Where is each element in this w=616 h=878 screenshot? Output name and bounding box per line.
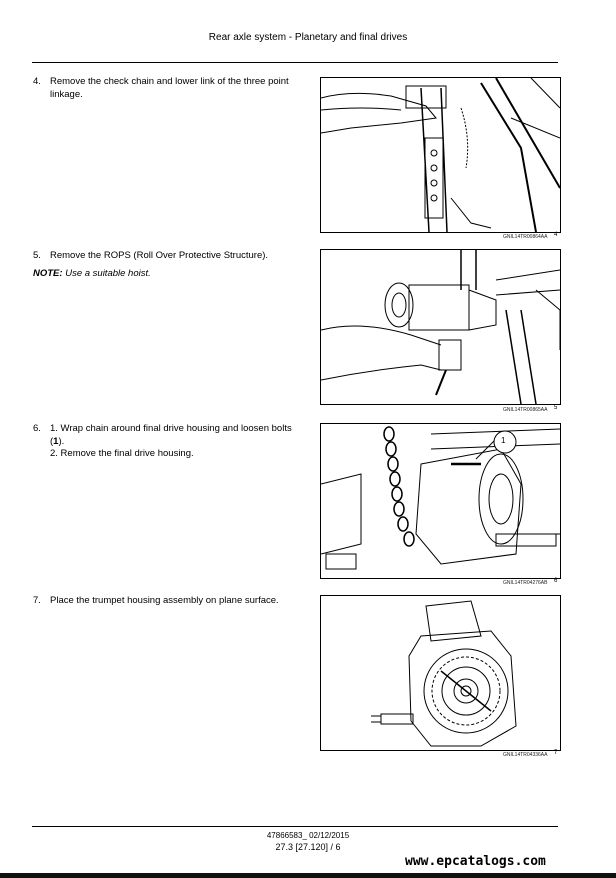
sub-step-1-text: 1. Wrap chain around final drive housing…	[50, 423, 292, 447]
bottom-bar	[0, 873, 616, 878]
step-number: 7.	[33, 595, 41, 606]
sub-step-1-suffix: ).	[58, 435, 65, 447]
step-6: 6. 1. Wrap chain around final drive hous…	[33, 423, 303, 461]
step-7: 7. Place the trumpet housing assembly on…	[33, 595, 303, 608]
footer-page-number: 27.3 [27.120] / 6	[275, 842, 341, 852]
figure-code: GNIL14TR04276AB	[503, 580, 548, 586]
step-number: 5.	[33, 250, 41, 261]
note-text: Use a suitable hoist.	[65, 268, 151, 279]
step-number: 4.	[33, 76, 41, 87]
figure-code: GNIL14TR00865AA	[503, 407, 548, 413]
header-divider	[32, 62, 558, 63]
note-label: NOTE:	[33, 268, 63, 279]
figure-number: 7	[554, 750, 558, 756]
footer-divider	[32, 826, 558, 827]
figure-6-image: 1	[320, 423, 561, 579]
figure-code: GNIL14TR04336AA	[503, 752, 548, 758]
step-text: Remove the check chain and lower link of…	[50, 76, 289, 100]
callout-label: 1	[501, 436, 506, 445]
footer-document-id: 47866583_ 02/12/2015	[266, 831, 350, 840]
figure-5-image	[320, 249, 561, 405]
figure-4-image	[320, 77, 561, 233]
figure-number: 4	[554, 232, 558, 238]
figure-7-image	[320, 595, 561, 751]
watermark: www.epcatalogs.com	[405, 854, 546, 869]
sub-step-1: 1. Wrap chain around final drive housing…	[50, 423, 303, 448]
step-4: 4. Remove the check chain and lower link…	[33, 76, 303, 101]
sub-step-2: 2. Remove the final drive housing.	[50, 448, 194, 459]
step-text: Place the trumpet housing assembly on pl…	[50, 595, 279, 606]
figure-number: 6	[554, 578, 558, 584]
figure-number: 5	[554, 405, 558, 411]
step-5: 5. Remove the ROPS (Roll Over Protective…	[33, 250, 303, 263]
step-number: 6.	[33, 423, 41, 434]
step-text: Remove the ROPS (Roll Over Protective St…	[50, 250, 269, 261]
callout-ref: 1	[53, 435, 59, 447]
figure-code: GNIL14TR00864AA	[503, 234, 548, 240]
note: NOTE: Use a suitable hoist.	[33, 268, 151, 279]
page-header-title: Rear axle system - Planetary and final d…	[208, 32, 408, 43]
